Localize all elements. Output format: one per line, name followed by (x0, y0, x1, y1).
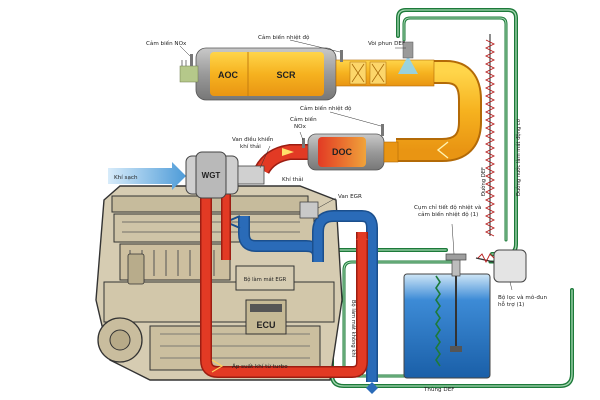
def-spray (398, 56, 418, 74)
label-filter-module-1: Bộ lọc và mô-đun (498, 294, 547, 301)
label-filter-module-2: hỗ trợ (1) (498, 301, 524, 308)
label-exhaust-valve-1: Van điều khiển (232, 135, 274, 143)
def-injector (402, 41, 414, 59)
label-sensor-group-2: cảm biến nhiệt độ (1) (418, 211, 478, 218)
label-coolant-line: Đường nước làm mát động cơ (515, 118, 522, 196)
aoc-scr-core (210, 52, 324, 96)
labels: Cảm biến NOx Cảm biến nhiệt độ Vòi phun … (114, 34, 547, 393)
intake-system (108, 162, 378, 394)
clean-air-arrow (108, 162, 186, 190)
label-nox-sensor-left: Cảm biến NOx (146, 40, 187, 47)
label-def-tank: Thùng DEF (423, 386, 454, 393)
egr-valve-icon (299, 201, 319, 219)
nox-sensor-left-icon (190, 54, 193, 66)
label-def-line: Đường DEF (480, 167, 487, 196)
doc-core (318, 137, 366, 167)
label-cool-air: Bộ làm mát không khí (350, 300, 357, 358)
exhaust-internal (200, 190, 368, 378)
label-def-injector: Vòi phun DEF (368, 40, 405, 47)
nox-sensor-mid-icon (302, 138, 305, 148)
temp-sensor-top-icon (340, 50, 343, 62)
label-nox-sensor-mid-1: Cảm biến (290, 116, 317, 123)
def-tank (403, 273, 491, 379)
ecu-label: ECU (256, 320, 275, 330)
label-exhaust-valve-2: khí thải (240, 143, 261, 150)
filter-module (493, 249, 527, 283)
def-tank-group (403, 249, 527, 379)
def-heater-coil (484, 34, 496, 237)
label-temp-sensor-top: Cảm biến nhiệt độ (258, 34, 310, 41)
leader-lines (179, 39, 513, 291)
label-nox-sensor-mid-2: NOx (294, 124, 307, 130)
engine-block: ECU Bộ làm mát EGR (95, 185, 343, 381)
aoc-label: AOC (218, 70, 239, 80)
scr-label: SCR (276, 70, 296, 80)
label-sensor-group-1: Cụm chỉ tiết độ nhiệt và (414, 204, 481, 211)
label-clean-air: Khí sạch (114, 174, 138, 181)
wgt-label: WGT (202, 171, 221, 180)
egr-cooler-box (235, 265, 295, 291)
label-exhaust-gas: Khí thải (282, 176, 304, 183)
doc-label: DOC (332, 147, 353, 157)
label-turbo-pressure: Áp suất khí từ turbo (232, 363, 288, 370)
temp-sensor-mid-icon (381, 124, 384, 136)
label-temp-sensor-mid: Cảm biến nhiệt độ (300, 105, 352, 112)
egr-cooler-label: Bộ làm mát EGR (244, 276, 287, 283)
turbo-wgt: WGT (185, 151, 319, 219)
label-egr-valve: Van EGR (338, 194, 362, 200)
